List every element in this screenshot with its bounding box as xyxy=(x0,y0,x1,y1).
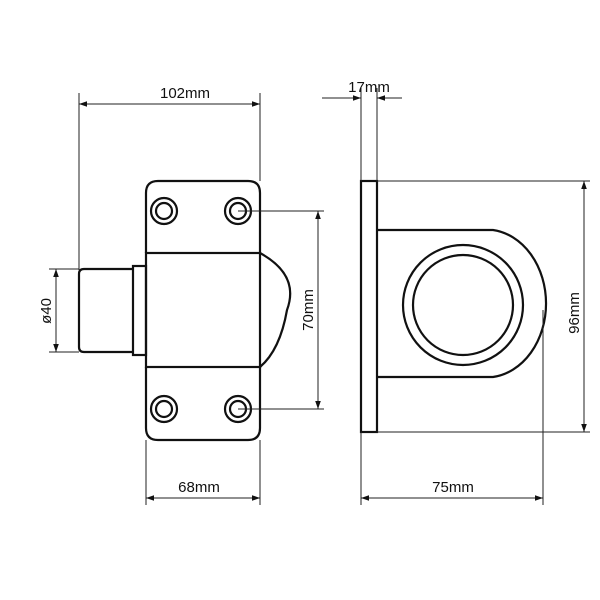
dimension-label: 70mm xyxy=(300,289,317,331)
screw-holes xyxy=(149,196,253,424)
front-view: 102mm 70mm 68mm ø40 xyxy=(38,85,324,505)
side-view: 17mm 96mm 75mm xyxy=(322,79,590,505)
side-body xyxy=(377,228,548,379)
body xyxy=(144,251,262,369)
dimension-75: 75mm xyxy=(360,310,544,505)
dimension-68: 68mm xyxy=(145,440,261,505)
collar xyxy=(131,264,148,357)
ring-outer xyxy=(401,243,525,367)
dimension-label: 96mm xyxy=(566,292,583,334)
shaft xyxy=(77,267,133,354)
side-plate xyxy=(359,179,379,434)
dimension-96: 96mm xyxy=(377,180,590,433)
screw-hole-icon xyxy=(149,196,179,226)
dimension-label: 68mm xyxy=(178,479,220,496)
dimension-102: 102mm xyxy=(78,85,261,270)
dimension-diameter: ø40 xyxy=(38,268,79,353)
screw-hole-inner xyxy=(154,201,174,221)
dimension-label: ø40 xyxy=(38,298,55,324)
screw-hole-inner xyxy=(154,399,174,419)
bottom-mounting-plate xyxy=(144,367,262,442)
dimension-70: 70mm xyxy=(238,210,324,410)
dimension-label: 102mm xyxy=(160,85,210,102)
top-mounting-plate xyxy=(144,179,262,253)
dome xyxy=(259,252,292,368)
dimension-label: 17mm xyxy=(348,79,390,96)
screw-hole-icon xyxy=(149,394,179,424)
dimension-label: 75mm xyxy=(432,479,474,496)
dimension-17: 17mm xyxy=(322,79,402,181)
ring-inner xyxy=(411,253,515,357)
